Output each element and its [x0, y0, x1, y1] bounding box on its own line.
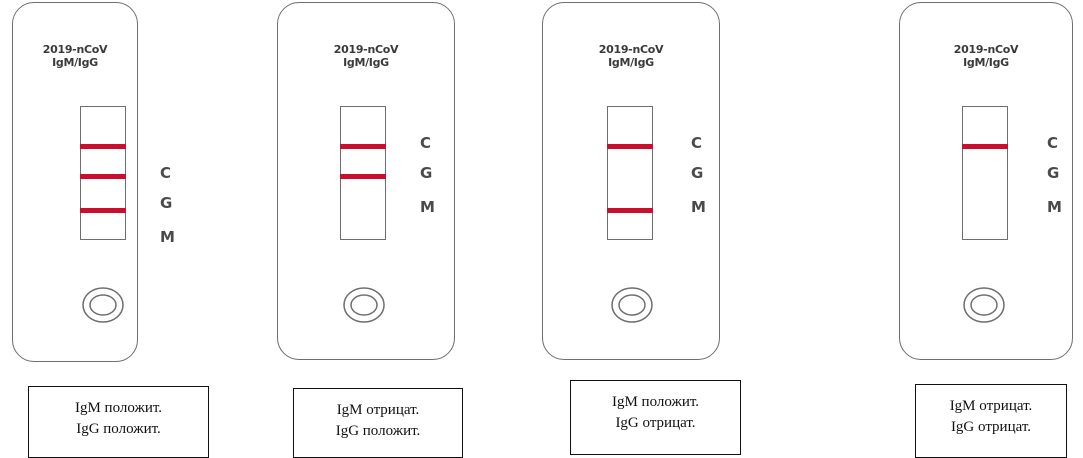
- igm-result: IgM положит.: [74, 400, 163, 416]
- marker-m: M: [160, 228, 175, 246]
- cassette-title-line1: 2019-nCoV: [953, 43, 1019, 56]
- igg-band: [340, 174, 386, 179]
- result-caption-1: IgM положит. IgG положит.: [28, 386, 209, 458]
- cassette-title-line1: 2019-nCoV: [42, 43, 108, 56]
- igg-result: IgG положит.: [335, 423, 421, 439]
- marker-c: C: [420, 134, 432, 152]
- result-window: [607, 106, 653, 240]
- cassette-title: 2019-nCoV IgM/IgG: [278, 43, 454, 69]
- cassette-title-line2: IgM/IgG: [963, 56, 1009, 69]
- marker-g: G: [420, 164, 433, 182]
- marker-g: G: [1047, 164, 1060, 182]
- igg-band: [80, 174, 126, 179]
- sample-well-icon: [611, 287, 653, 323]
- result-caption-4: IgM отрицат. IgG отрицат.: [915, 384, 1067, 458]
- control-band: [962, 144, 1008, 149]
- test-cassette-3: 2019-nCoV IgM/IgG C G M: [542, 2, 720, 360]
- result-caption-3: IgM положит. IgG отрицат.: [570, 380, 741, 455]
- marker-g: G: [691, 164, 704, 182]
- igm-result: IgM отрицат.: [949, 398, 1033, 414]
- sample-well-icon: [82, 287, 124, 323]
- cassette-title: 2019-nCoV IgM/IgG: [900, 43, 1072, 69]
- marker-m: M: [1047, 198, 1062, 216]
- igm-result: IgM положит.: [611, 394, 700, 410]
- result-caption-2: IgM отрицат. IgG положит.: [293, 388, 463, 458]
- igm-band: [80, 208, 126, 213]
- cassette-title-line2: IgM/IgG: [608, 56, 654, 69]
- result-window: [80, 106, 126, 240]
- marker-c: C: [1047, 134, 1059, 152]
- sample-well-icon: [343, 287, 385, 323]
- cassette-title-line2: IgM/IgG: [343, 56, 389, 69]
- igg-result: IgG отрицат.: [615, 415, 696, 431]
- result-window: [962, 106, 1008, 240]
- igm-band: [607, 208, 653, 213]
- cassette-title-line1: 2019-nCoV: [333, 43, 399, 56]
- cassette-title: 2019-nCoV IgM/IgG: [543, 43, 719, 69]
- control-band: [607, 144, 653, 149]
- test-cassette-2: 2019-nCoV IgM/IgG C G M: [277, 2, 455, 360]
- marker-m: M: [691, 198, 706, 216]
- marker-m: M: [420, 198, 435, 216]
- igg-result: IgG положит.: [76, 421, 161, 437]
- test-cassette-1: 2019-nCoV IgM/IgG C G M: [12, 2, 175, 362]
- cassette-title-line1: 2019-nCoV: [598, 43, 664, 56]
- cassette-title-line2: IgM/IgG: [52, 56, 98, 69]
- control-band: [80, 144, 126, 149]
- marker-g: G: [160, 194, 173, 212]
- cassette-title: 2019-nCoV IgM/IgG: [13, 43, 137, 69]
- igm-result: IgM отрицат.: [336, 402, 420, 418]
- control-band: [340, 144, 386, 149]
- result-window: [340, 106, 386, 240]
- test-cassette-4: 2019-nCoV IgM/IgG C G M: [899, 2, 1073, 360]
- marker-c: C: [160, 164, 172, 182]
- sample-well-icon: [963, 287, 1005, 323]
- igg-result: IgG отрицат.: [950, 419, 1032, 435]
- marker-c: C: [691, 134, 703, 152]
